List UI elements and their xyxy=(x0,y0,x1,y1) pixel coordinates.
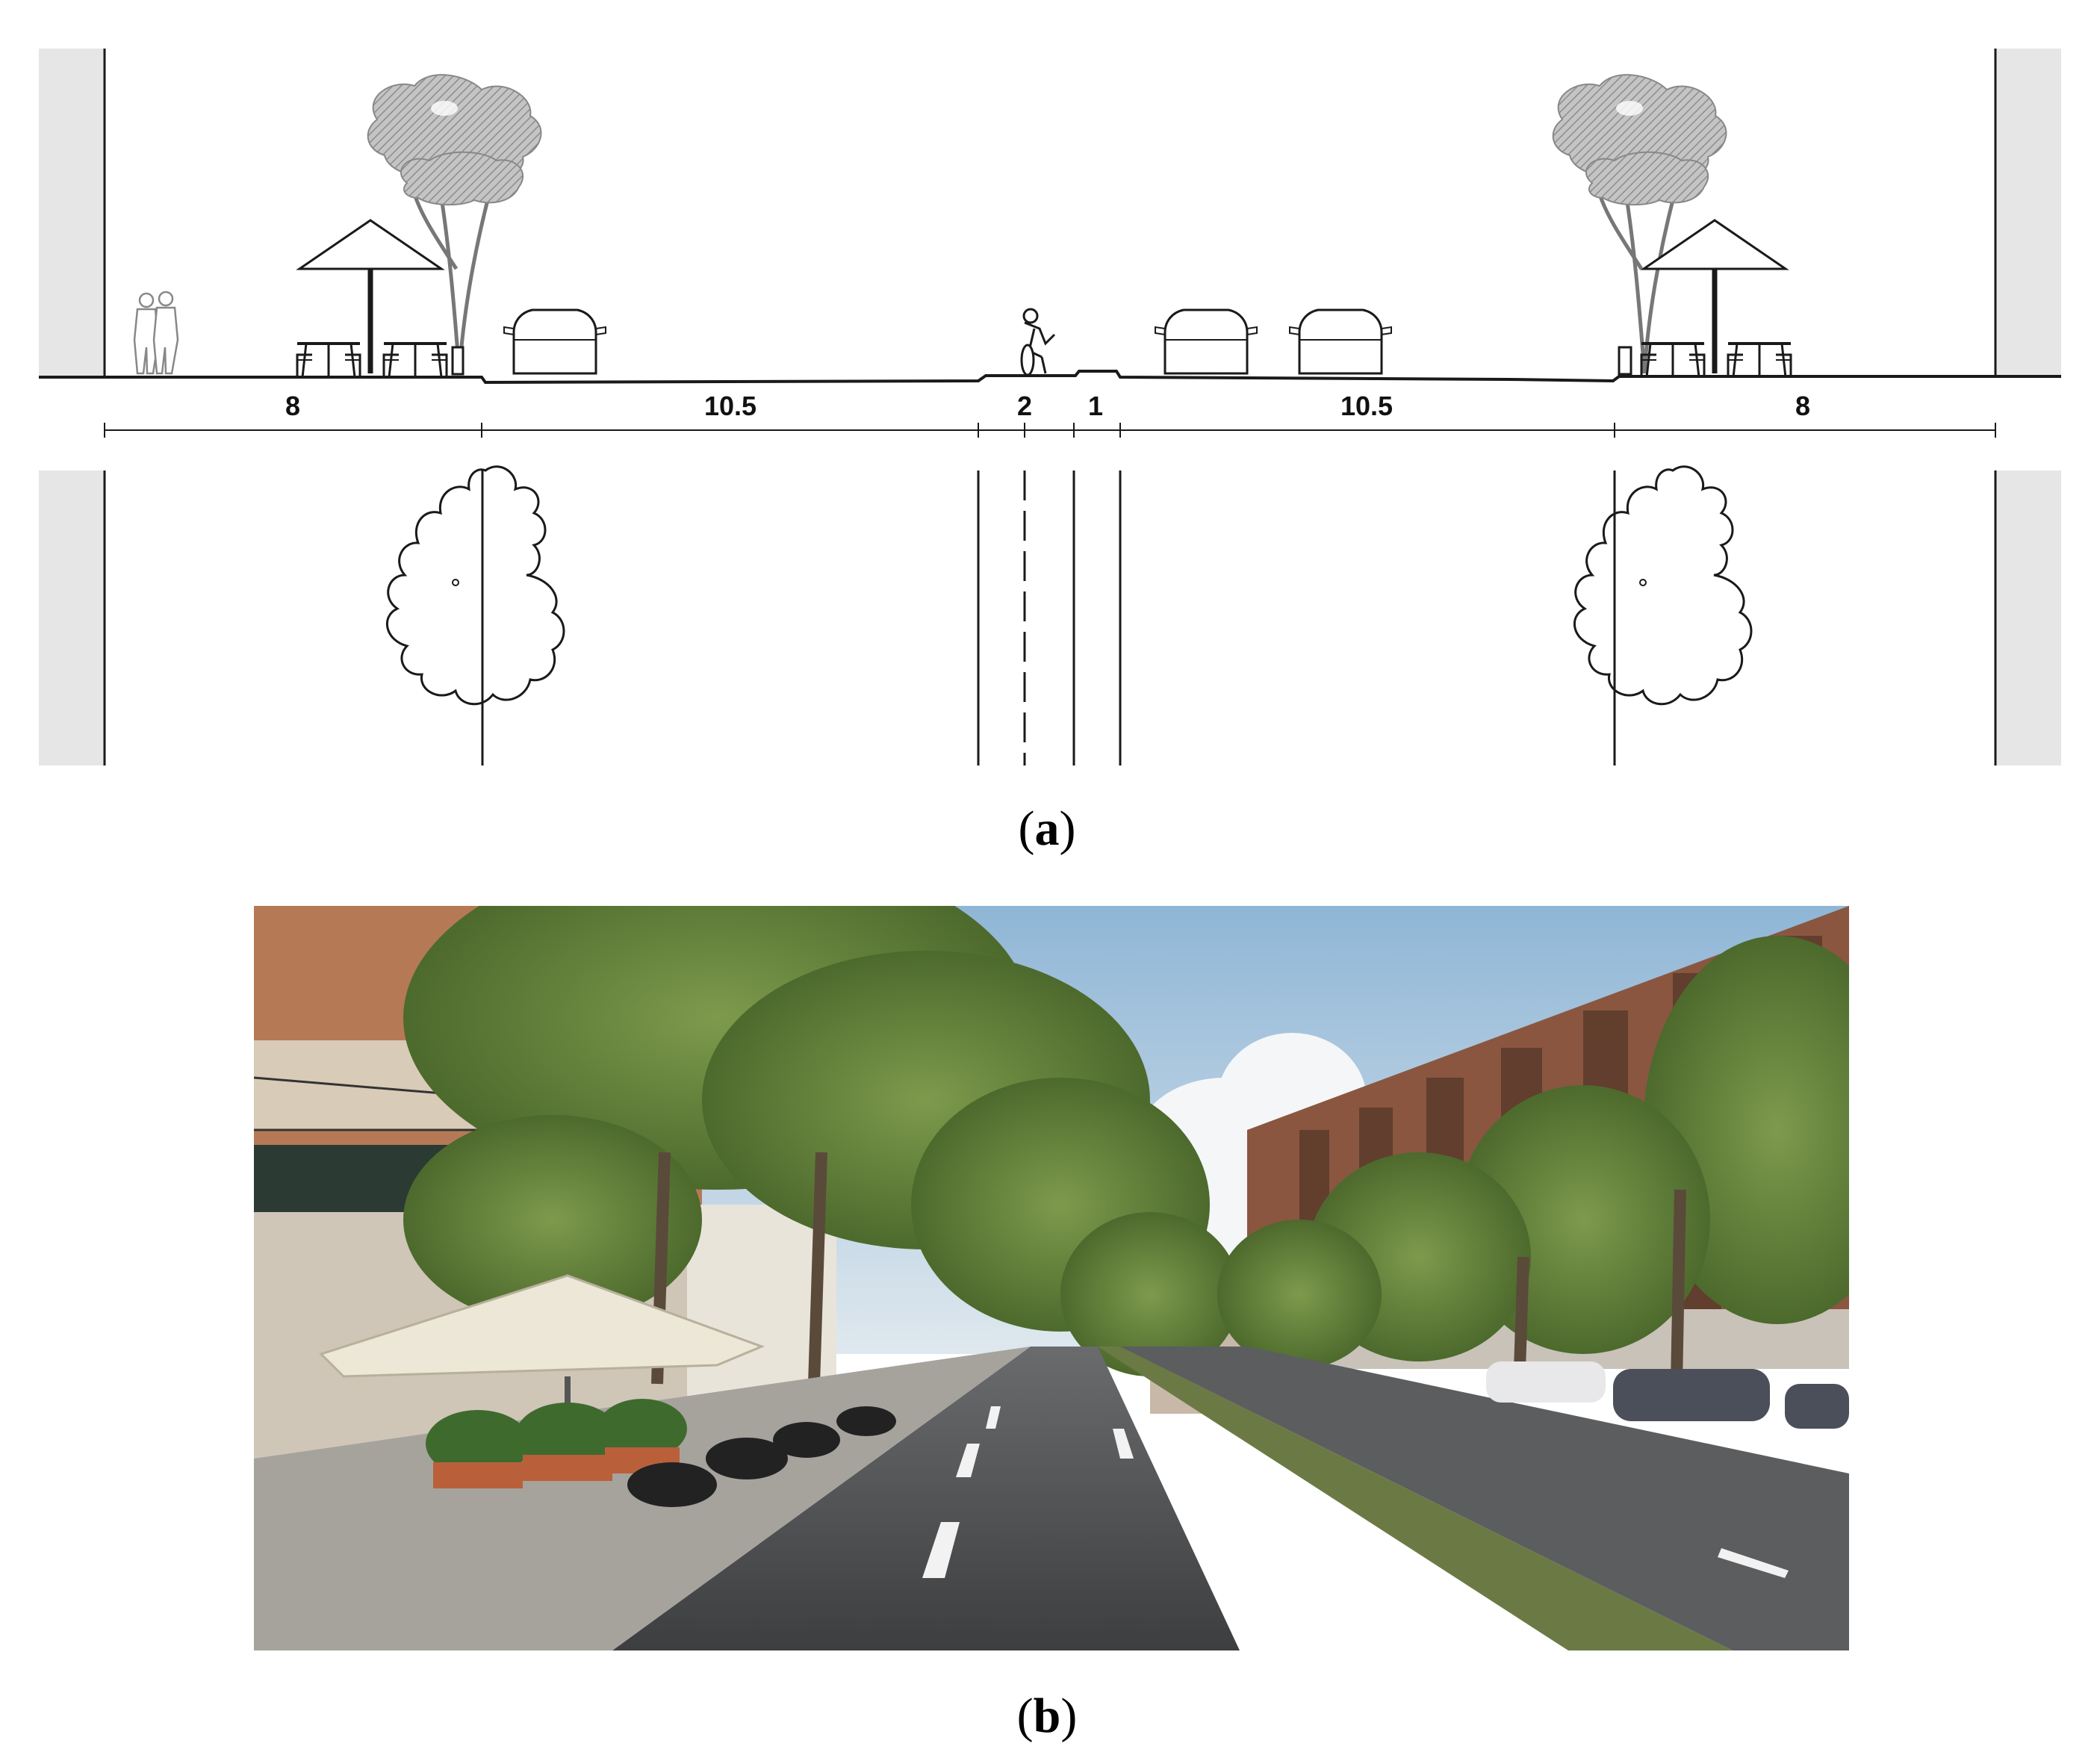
dimension-labels: 8 10.5 2 1 10.5 8 xyxy=(285,391,1810,421)
cyclist-icon xyxy=(1020,308,1056,376)
street-photo xyxy=(254,906,1849,1650)
caption-b-open: ( xyxy=(1016,1689,1034,1743)
bin-icon xyxy=(451,346,465,376)
ground-profile xyxy=(39,370,2061,385)
dimension-line xyxy=(104,423,1996,438)
dimension-left-roadway: 10.5 xyxy=(704,391,756,421)
right-building-elevation xyxy=(1995,49,2061,377)
tree-canopy-right xyxy=(1217,936,1849,1369)
dimension-right-sidewalk: 8 xyxy=(1795,391,1810,421)
right-building-plan xyxy=(1995,470,2061,765)
road-left xyxy=(612,1347,1240,1650)
caption-a-letter: a xyxy=(1034,801,1060,856)
car-icon xyxy=(1154,308,1258,375)
plan-lane-lines xyxy=(481,470,1616,765)
tree-canopy-left xyxy=(403,906,1240,1376)
caption-b-close: ) xyxy=(1060,1689,1078,1743)
parked-cars xyxy=(1486,1361,1849,1429)
caption-a: (a) xyxy=(0,801,2094,857)
median-strip xyxy=(1098,1347,1733,1650)
lane-markings xyxy=(922,1406,1789,1578)
bin-icon xyxy=(1618,346,1632,376)
umbrella-icon xyxy=(1644,220,1786,373)
parked-scooters xyxy=(627,1406,896,1507)
dimension-left-sidewalk: 8 xyxy=(285,391,300,421)
planters xyxy=(426,1399,687,1488)
cafe-table-icon xyxy=(1727,342,1792,379)
tree-plan-icon xyxy=(385,465,565,706)
umbrella-icon xyxy=(299,220,441,373)
cafe-table-icon xyxy=(1640,342,1706,379)
tree-elevation-icon xyxy=(1553,75,1727,373)
cafe-table-icon xyxy=(296,342,361,379)
cafe-table-icon xyxy=(382,342,448,379)
car-icon xyxy=(1288,308,1393,375)
caption-a-open: ( xyxy=(1018,801,1035,856)
tree-plan-icon xyxy=(1573,465,1753,706)
left-building-elevation xyxy=(39,49,105,377)
dimension-bike-lane: 2 xyxy=(1017,391,1032,421)
dimension-right-roadway: 10.5 xyxy=(1340,391,1393,421)
car-icon xyxy=(503,308,607,375)
pedestrians-icon xyxy=(133,291,179,375)
street-section-diagram: 8 10.5 2 1 10.5 8 xyxy=(39,49,2061,765)
caption-a-close: ) xyxy=(1059,801,1076,856)
road-right xyxy=(1120,1347,1849,1650)
caption-b: (b) xyxy=(0,1688,2094,1745)
cafe-umbrella xyxy=(319,1274,765,1378)
left-building-plan xyxy=(39,470,105,765)
caption-b-letter: b xyxy=(1033,1689,1061,1743)
dimension-median: 1 xyxy=(1088,391,1103,421)
